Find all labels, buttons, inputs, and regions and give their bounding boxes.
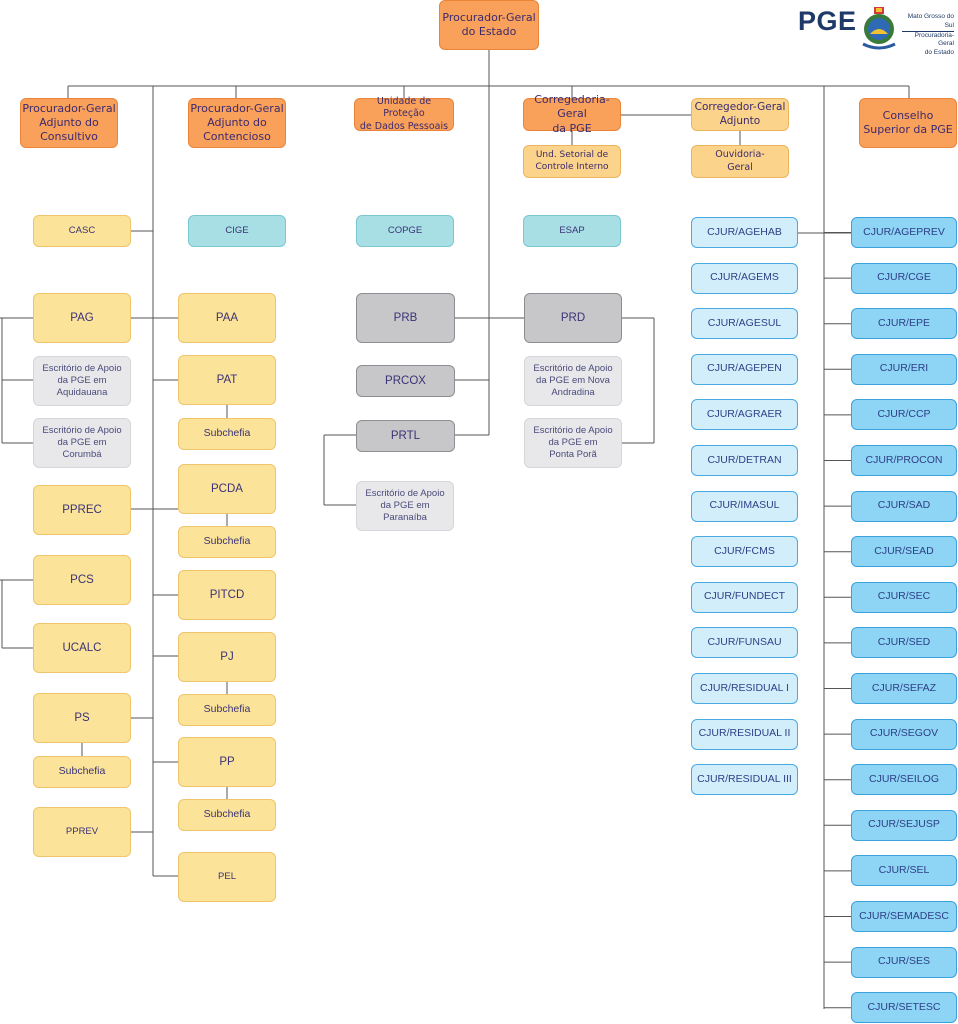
protecao-dados-box[interactable]: Unidade de Proteção de Dados Pessoais — [354, 96, 454, 132]
adjunto-contencioso-box[interactable]: Procurador-Geral Adjunto do Contencioso — [188, 98, 286, 148]
pcda-subchefia-box[interactable]: Subchefia — [178, 526, 276, 558]
procurador-geral-box[interactable]: Procurador-Geral do Estado — [439, 0, 539, 50]
cjur-right-item[interactable]: CJUR/SEFAZ — [851, 673, 957, 704]
pge-logo: PGE Mato Grosso do Sul Procuradoria-Gera… — [794, 4, 954, 56]
logo-state: Mato Grosso do Sul — [902, 13, 954, 32]
state-seal-icon — [862, 7, 896, 50]
corregedoria-geral-box[interactable]: Corregedoria-Geral da PGE — [523, 93, 621, 135]
cjur-left-item[interactable]: CJUR/FUNDECT — [691, 581, 798, 613]
logo-abbr: PGE — [798, 6, 857, 36]
cjur-left-item[interactable]: CJUR/AGEHAB — [691, 217, 798, 248]
escritorio-paranaiba-box[interactable]: Escritório de Apoio da PGE em Paranaíba — [356, 481, 454, 531]
cjur-left-item[interactable]: CJUR/RESIDUAL I — [691, 673, 798, 704]
cjur-right-item[interactable]: CJUR/SEILOG — [851, 764, 957, 796]
pp-subchefia-box[interactable]: Subchefia — [178, 799, 276, 831]
cjur-left-item[interactable]: CJUR/DETRAN — [691, 445, 798, 476]
pp-box[interactable]: PP — [178, 737, 276, 787]
escritorio-aquidauana-box[interactable]: Escritório de Apoio da PGE em Aquidauana — [33, 356, 131, 406]
cjur-left-item[interactable]: CJUR/AGESUL — [691, 308, 798, 340]
adjunto-consultivo-box[interactable]: Procurador-Geral Adjunto do Consultivo — [20, 98, 118, 148]
corregedor-adjunto-box[interactable]: Corregedor-Geral Adjunto — [691, 98, 789, 131]
cjur-left-item[interactable]: CJUR/FCMS — [691, 536, 798, 568]
cjur-right-item[interactable]: CJUR/PROCON — [851, 445, 957, 476]
cjur-right-item[interactable]: CJUR/SEMADESC — [851, 901, 957, 932]
casc-box[interactable]: CASC — [33, 215, 131, 247]
cjur-right-item[interactable]: CJUR/SEC — [851, 581, 957, 613]
controle-interno-box[interactable]: Und. Setorial de Controle Interno — [523, 145, 621, 178]
cjur-right-item[interactable]: CJUR/SEAD — [851, 536, 957, 568]
pcs-box[interactable]: PCS — [33, 555, 131, 605]
pel-box[interactable]: PEL — [178, 852, 276, 902]
cige-box[interactable]: CIGE — [188, 215, 286, 247]
cjur-left-item[interactable]: CJUR/IMASUL — [691, 490, 798, 522]
cjur-right-item[interactable]: CJUR/AGEPREV — [851, 217, 957, 248]
pprev-box[interactable]: PPREV — [33, 807, 131, 857]
escritorio-ponta-pora-box[interactable]: Escritório de Apoio da PGE em Ponta Porã — [524, 418, 622, 468]
pprec-box[interactable]: PPREC — [33, 485, 131, 535]
ouvidoria-geral-box[interactable]: Ouvidoria- Geral — [691, 145, 789, 178]
escritorio-corumba-box[interactable]: Escritório de Apoio da PGE em Corumbá — [33, 418, 131, 468]
cjur-right-item[interactable]: CJUR/SEL — [851, 855, 957, 887]
cjur-right-item[interactable]: CJUR/SAD — [851, 490, 957, 522]
logo-org: Procuradoria-Geral do Estado — [914, 31, 954, 57]
prd-box[interactable]: PRD — [524, 293, 622, 343]
prb-box[interactable]: PRB — [356, 293, 455, 343]
ps-subchefia-box[interactable]: Subchefia — [33, 756, 131, 788]
ps-box[interactable]: PS — [33, 693, 131, 743]
cjur-left-item[interactable]: CJUR/AGEMS — [691, 262, 798, 294]
cjur-left-item[interactable]: CJUR/AGRAER — [691, 399, 798, 431]
pcda-box[interactable]: PCDA — [178, 464, 276, 514]
cjur-right-item[interactable]: CJUR/SES — [851, 946, 957, 978]
cjur-right-item[interactable]: CJUR/SEGOV — [851, 718, 957, 750]
cjur-right-item[interactable]: CJUR/SETESC — [851, 992, 957, 1024]
ucalc-box[interactable]: UCALC — [33, 623, 131, 673]
pj-box[interactable]: PJ — [178, 632, 276, 682]
cjur-right-item[interactable]: CJUR/ERI — [851, 353, 957, 385]
esap-box[interactable]: ESAP — [523, 215, 621, 247]
paa-box[interactable]: PAA — [178, 293, 276, 343]
pitcd-box[interactable]: PITCD — [178, 570, 276, 620]
cjur-left-item[interactable]: CJUR/FUNSAU — [691, 627, 798, 659]
prcox-box[interactable]: PRCOX — [356, 365, 455, 397]
copge-box[interactable]: COPGE — [356, 215, 454, 247]
cjur-right-item[interactable]: CJUR/EPE — [851, 308, 957, 340]
cjur-right-item[interactable]: CJUR/SEJUSP — [851, 809, 957, 841]
pat-subchefia-box[interactable]: Subchefia — [178, 418, 276, 450]
pj-subchefia-box[interactable]: Subchefia — [178, 694, 276, 726]
cjur-left-item[interactable]: CJUR/RESIDUAL III — [691, 764, 798, 796]
cjur-right-item[interactable]: CJUR/CCP — [851, 399, 957, 431]
cjur-left-item[interactable]: CJUR/AGEPEN — [691, 353, 798, 385]
cjur-right-item[interactable]: CJUR/CGE — [851, 262, 957, 294]
pat-box[interactable]: PAT — [178, 355, 276, 405]
cjur-left-item[interactable]: CJUR/RESIDUAL II — [691, 718, 798, 750]
prtl-box[interactable]: PRTL — [356, 420, 455, 452]
cjur-right-item[interactable]: CJUR/SED — [851, 627, 957, 659]
pag-box[interactable]: PAG — [33, 293, 131, 343]
conselho-superior-box[interactable]: Conselho Superior da PGE — [859, 98, 957, 148]
escritorio-nova-andradina-box[interactable]: Escritório de Apoio da PGE em Nova Andra… — [524, 356, 622, 406]
